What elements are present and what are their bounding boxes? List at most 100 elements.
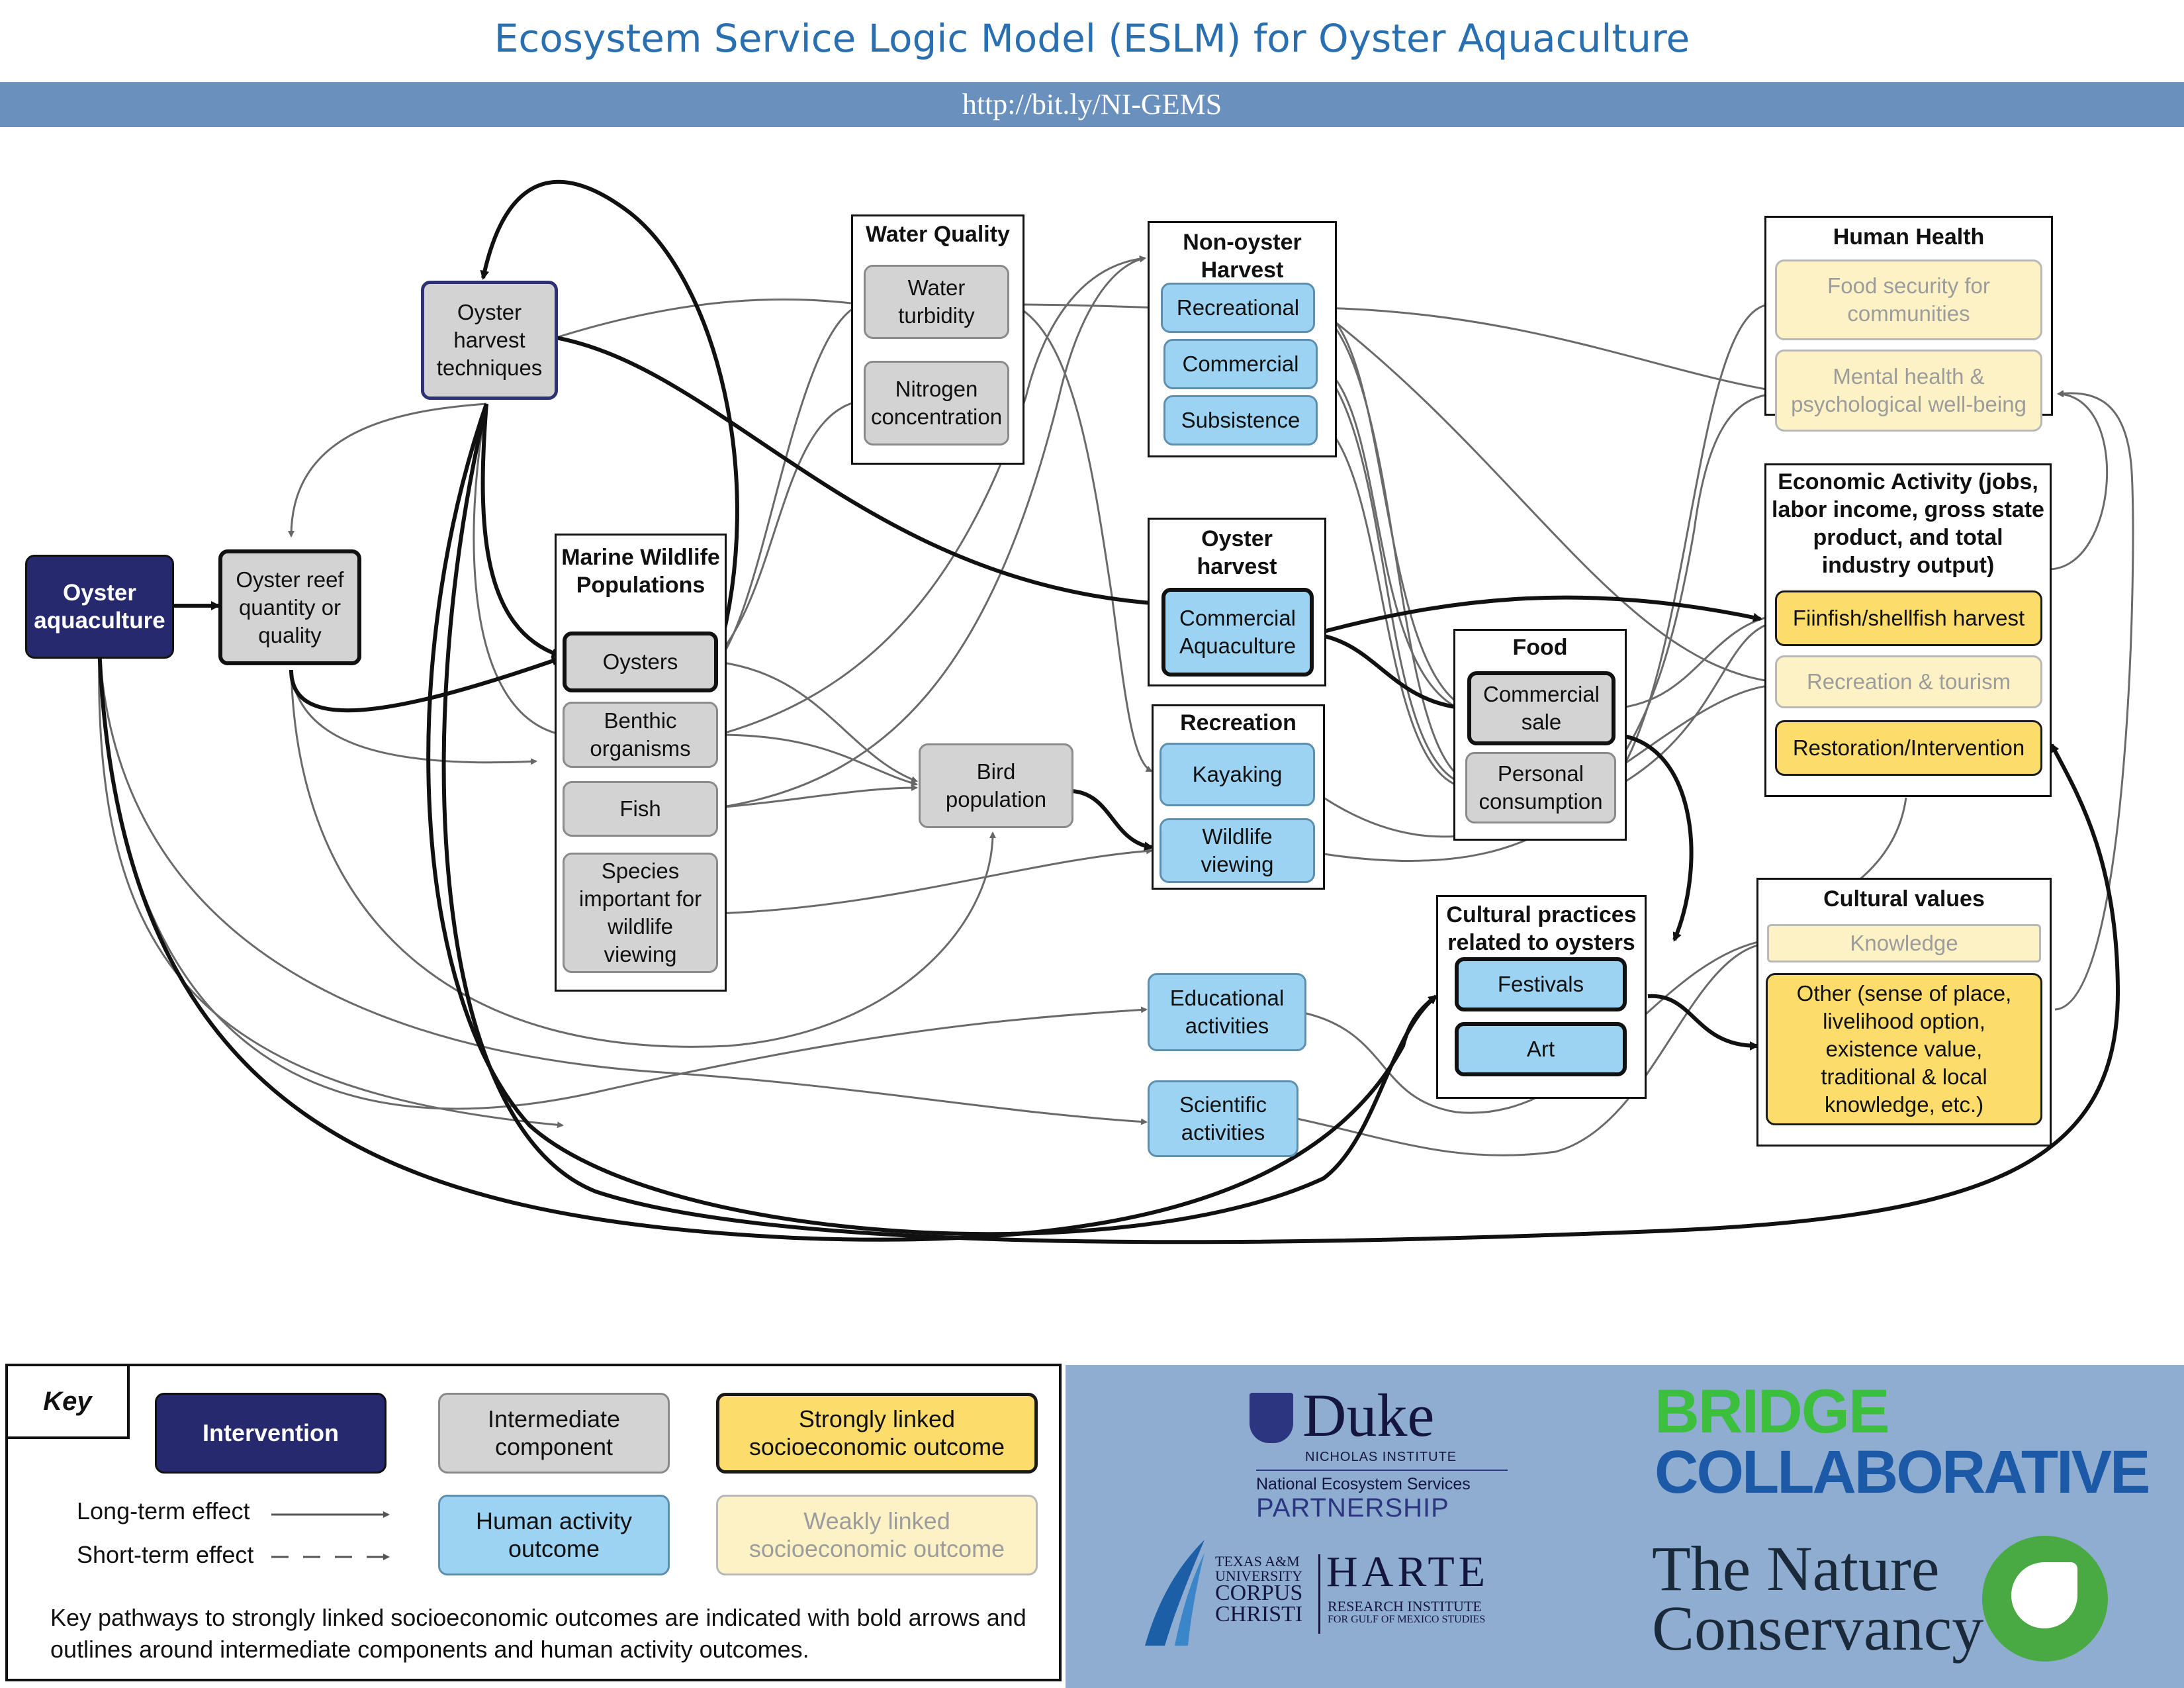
bold-techniques-restoration	[441, 403, 2120, 1244]
legend-human-activity: Human activity outcome	[438, 1495, 670, 1575]
festivals-node[interactable]: Festivals	[1455, 957, 1627, 1011]
legend-short-term-label: Short-term effect	[77, 1541, 254, 1568]
arrow-personal-foodsecurity	[1614, 301, 1775, 782]
bold-commercialaquaculture-finfish	[1313, 595, 1762, 636]
tnc-leaf-shape	[2011, 1562, 2077, 1628]
knowledge-node[interactable]: Knowledge	[1767, 924, 2041, 962]
duke-logo: Duke NICHOLAS INSTITUTE National Ecosyst…	[1250, 1383, 1514, 1523]
arrow-benthic-bird	[717, 733, 918, 786]
recreation-title: Recreation	[1180, 710, 1297, 735]
tnc-line2: Conservancy	[1652, 1593, 1984, 1664]
legend-long-term-label: Long-term effect	[77, 1497, 250, 1524]
arrow-turbidity-kayaking	[1012, 303, 1153, 773]
arrow-education-knowledge	[1303, 937, 1768, 1114]
arrow-benthic-recreational	[717, 255, 1146, 736]
arrow-oysters-bird	[717, 661, 918, 782]
arrow-techniques-turbidity	[555, 298, 863, 339]
legend-intervention: Intervention	[155, 1393, 387, 1474]
other-values-node[interactable]: Other (sense of place, livelihood option…	[1766, 973, 2042, 1125]
human-health-title: Human Health	[1833, 224, 1985, 250]
bridge-wordmark: BRIDGE	[1655, 1376, 1890, 1446]
arrow-recreational-mentalhealth	[1316, 306, 1775, 393]
arrow-personal-finfish	[1614, 620, 1775, 789]
duke-subtitle: NICHOLAS INSTITUTE	[1305, 1450, 1457, 1464]
bird-population-node[interactable]: Bird population	[919, 743, 1073, 828]
legend-title: Key	[8, 1366, 130, 1439]
arrow-aquaculture-reef	[98, 647, 564, 1129]
arrow-economic-mental	[2048, 391, 2109, 571]
oyster-aquaculture-node[interactable]: Oyster aquaculture	[25, 555, 174, 659]
arrow-species-wildlife	[717, 847, 1153, 915]
personal-consumption-node[interactable]: Personal consumption	[1465, 752, 1616, 823]
finfish-harvest-node[interactable]: Fiinfish/shellfish harvest	[1775, 590, 2042, 646]
bold-sale-festivals	[1614, 733, 1694, 942]
wildlife-viewing-node[interactable]: Wildlife viewing	[1160, 818, 1315, 883]
oyster-reef-node[interactable]: Oyster reef quantity or quality	[218, 549, 361, 665]
duke-divider	[1256, 1470, 1508, 1471]
arrow-reef-bird	[290, 669, 996, 1048]
subsistence-node[interactable]: Subsistence	[1163, 395, 1318, 445]
scientific-activities-node[interactable]: Scientific activities	[1148, 1080, 1298, 1157]
harte-subtitle1: RESEARCH INSTITUTE	[1328, 1598, 1482, 1615]
oyster-harvest-title: Oyster harvest	[1197, 526, 1277, 579]
bold-techniques-aquaculture	[555, 336, 1161, 608]
harvest-techniques-node[interactable]: Oyster harvest techniques	[421, 281, 558, 400]
arrow-techniques-reef	[288, 402, 487, 538]
recreation-tourism-node[interactable]: Recreation & tourism	[1775, 655, 2042, 708]
page-title: Ecosystem Service Logic Model (ESLM) for…	[494, 16, 1690, 61]
nesp-line1: National Ecosystem Services	[1256, 1475, 1471, 1493]
water-turbidity-node[interactable]: Water turbidity	[864, 265, 1009, 339]
legend-strong: Strongly linked socioeconomic outcome	[716, 1393, 1038, 1474]
harte-divider	[1318, 1554, 1320, 1634]
commercial-node[interactable]: Commercial	[1163, 339, 1318, 389]
tamucc-wing-icon	[1145, 1540, 1205, 1646]
commercial-sale-node[interactable]: Commercial sale	[1467, 671, 1615, 745]
legend-intermediate: Intermediate component	[438, 1393, 670, 1474]
bold-techniques-festivals	[426, 403, 1438, 1237]
fish-node[interactable]: Fish	[563, 781, 718, 837]
harte-subtitle2: FOR GULF OF MEXICO STUDIES	[1328, 1614, 1486, 1625]
mental-health-node[interactable]: Mental health & psychological well-being	[1775, 350, 2042, 432]
arrow-fish-bird	[717, 784, 918, 809]
bold-aquaculture-festivals	[97, 647, 1438, 1242]
legend-note: Key pathways to strongly linked socioeco…	[50, 1604, 1026, 1663]
nitrogen-node[interactable]: Nitrogen concentration	[864, 361, 1009, 445]
arrow-subsistence-personal	[1316, 417, 1467, 790]
arrow-oysters-turbidity	[717, 303, 862, 663]
url-banner[interactable]: http://bit.ly/NI-GEMS	[0, 82, 2184, 127]
tnc-line1: The Nature	[1652, 1533, 1940, 1604]
arrow-wildlife-mental	[1323, 391, 1775, 863]
non-oyster-harvest-title: Non-oyster Harvest	[1183, 230, 1302, 283]
water-quality-title: Water Quality	[866, 222, 1010, 247]
commercial-aquaculture-node[interactable]: Commercial Aquaculture	[1161, 588, 1314, 677]
food-security-node[interactable]: Food security for communities	[1775, 259, 2042, 340]
tamucc-line2: UNIVERSITY	[1215, 1568, 1302, 1584]
arrow-sale-finfish	[1614, 613, 1775, 710]
harte-wordmark: HARTE	[1326, 1548, 1490, 1596]
recreational-node[interactable]: Recreational	[1161, 283, 1315, 333]
cultural-practices-title: Cultural practices related to oysters	[1446, 902, 1637, 955]
art-node[interactable]: Art	[1455, 1022, 1627, 1076]
educational-activities-node[interactable]: Educational activities	[1148, 973, 1306, 1051]
nesp-line2: PARTNERSHIP	[1256, 1493, 1449, 1523]
bold-commercialaquaculture-sale	[1313, 632, 1468, 713]
arrow-reef-benthic	[290, 669, 537, 765]
duke-shield-icon	[1250, 1393, 1293, 1443]
kayaking-node[interactable]: Kayaking	[1160, 743, 1315, 806]
tamucc-line4: CHRISTI	[1215, 1602, 1303, 1626]
arrow-recreational-tourism	[1316, 306, 1775, 684]
benthic-node[interactable]: Benthic organisms	[563, 702, 718, 768]
species-wildlife-node[interactable]: Species important for wildlife viewing	[563, 853, 718, 973]
bold-bird-wildlife	[1071, 789, 1154, 851]
oysters-node[interactable]: Oysters	[563, 632, 718, 692]
bold-reef-oysters	[289, 656, 561, 713]
collaborative-wordmark: COLLABORATIVE	[1655, 1438, 2150, 1506]
arrow-aquaculture-scientific	[98, 647, 1148, 1125]
tnc-leaf-icon	[1982, 1536, 2108, 1662]
restoration-node[interactable]: Restoration/Intervention	[1775, 720, 2042, 776]
arrow-techniques-benthic	[473, 403, 564, 737]
arrow-scientific-knowledge	[1297, 941, 1768, 1156]
tamucc-line3: CORPUS	[1215, 1581, 1303, 1605]
arrow-recreational-commercialsale	[1316, 306, 1467, 710]
